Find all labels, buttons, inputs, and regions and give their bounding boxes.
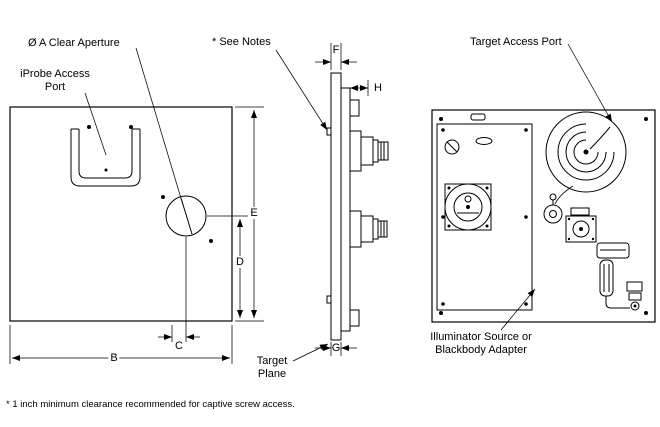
screw-dot <box>87 125 91 129</box>
bayonet-connector <box>444 183 492 231</box>
side-view <box>326 72 389 341</box>
clear-aperture-callout: Ø A Clear Aperture <box>28 37 120 49</box>
dim-label-f: F <box>332 44 340 56</box>
slot-oval <box>475 137 493 145</box>
footnote-text: * 1 inch minimum clearance recommended f… <box>6 399 295 410</box>
target-access-leader <box>567 43 613 123</box>
dim-label-d: D <box>234 256 246 268</box>
dim-label-c: C <box>175 340 183 352</box>
dim-label-e: E <box>248 207 260 219</box>
target-access-port-circle <box>545 111 627 205</box>
illuminator-callout: Illuminator Source or Blackbody Adapter <box>430 331 532 356</box>
mount-block <box>349 99 360 117</box>
target-plane-leader <box>292 343 329 362</box>
captive-screw <box>326 295 332 304</box>
mount-block <box>349 309 360 327</box>
iprobe-port-outline <box>70 128 141 187</box>
front-leader-lines <box>84 47 184 206</box>
rear-view <box>431 109 656 323</box>
clear-aperture-leader <box>135 47 184 206</box>
front-dimensions <box>9 106 264 364</box>
dim-label-h: H <box>374 82 382 94</box>
screw-dot <box>161 195 165 199</box>
rear-plate <box>340 87 351 332</box>
rear-leader-lines <box>500 43 613 331</box>
captive-screw <box>326 127 332 136</box>
upper-connector <box>349 130 389 172</box>
see-notes-leader <box>275 49 328 131</box>
label-plate <box>470 113 486 121</box>
lower-connector <box>349 210 388 248</box>
screw-dot <box>104 168 108 172</box>
rear-hardware <box>543 193 643 311</box>
side-leader-lines <box>275 49 329 362</box>
dim-label-b: B <box>108 352 120 364</box>
target-plane-plate <box>330 72 342 341</box>
dim-label-g: G <box>331 342 341 354</box>
see-notes-callout: * See Notes <box>212 36 271 48</box>
iprobe-access-port-callout: iProbe Access Port <box>20 68 90 93</box>
iprobe-leader <box>84 92 107 156</box>
illuminator-panel <box>436 123 533 311</box>
target-plane-callout: Target Plane <box>256 355 288 380</box>
cable-curve <box>554 185 574 205</box>
aperture-circle <box>165 195 207 237</box>
screw-dot <box>129 125 133 129</box>
target-access-port-callout: Target Access Port <box>470 36 562 48</box>
illuminator-leader <box>500 288 536 331</box>
front-view <box>9 106 233 322</box>
screw-dot <box>209 239 213 243</box>
